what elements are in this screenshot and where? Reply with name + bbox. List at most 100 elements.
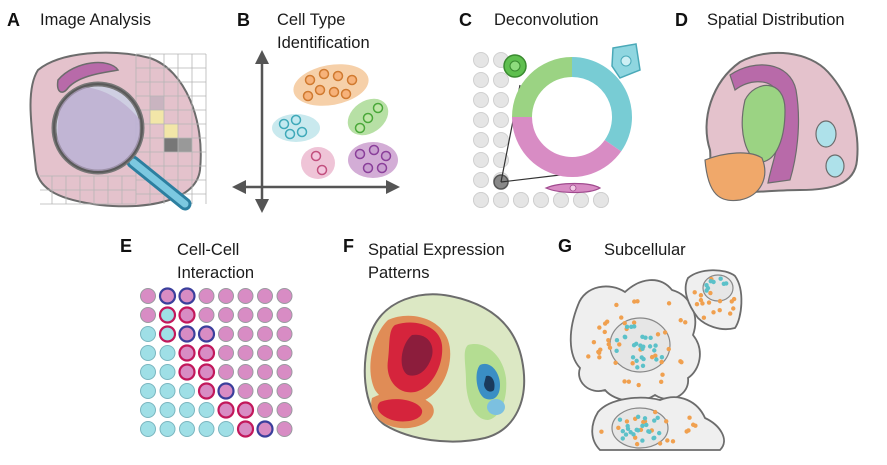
transcript-dot xyxy=(729,299,734,304)
spot xyxy=(197,344,216,362)
transcript-dot xyxy=(606,338,611,343)
panel-c-illustration xyxy=(473,43,641,208)
region-orange xyxy=(704,152,766,202)
panel-f-title-line2: Patterns xyxy=(368,264,430,282)
transcript-dot xyxy=(606,342,611,347)
transcript-dot xyxy=(632,435,638,440)
transcript-dot xyxy=(652,418,657,423)
cell-dot xyxy=(328,86,340,98)
spot xyxy=(276,326,293,342)
transcript-dot xyxy=(651,435,656,441)
cell-dot xyxy=(290,114,302,126)
panel-b-illustration xyxy=(232,50,400,213)
panel-c-title: Deconvolution xyxy=(494,11,599,29)
spot xyxy=(276,307,293,323)
spot xyxy=(237,345,254,361)
transcript-dot xyxy=(614,302,619,308)
transcript-dot xyxy=(659,354,665,360)
panel-b-letter: B xyxy=(237,10,250,30)
spot xyxy=(573,192,589,208)
spot xyxy=(533,192,549,208)
transcript-dot xyxy=(727,311,733,316)
transcript-dot xyxy=(692,290,697,295)
transcript-dot xyxy=(632,299,637,304)
transcript-dot xyxy=(701,315,707,320)
transcript-dot xyxy=(690,422,696,427)
spot xyxy=(473,132,489,148)
transcript-dot xyxy=(717,298,723,304)
transcript-dot xyxy=(665,438,670,443)
spot xyxy=(140,421,156,437)
transcript-dot xyxy=(630,355,636,360)
transcript-dot xyxy=(617,342,622,347)
region-cyan-1 xyxy=(815,120,837,148)
transcript-dot xyxy=(700,301,705,306)
expression-darkred xyxy=(401,334,433,376)
cell-dot xyxy=(314,84,326,96)
cell-dot xyxy=(346,74,358,86)
transcript-dot xyxy=(640,363,646,368)
transcript-dot xyxy=(630,361,635,366)
expression-darkblue xyxy=(484,375,495,392)
spot xyxy=(140,288,156,304)
spot xyxy=(473,112,489,128)
cell-dot xyxy=(380,150,392,162)
spot xyxy=(473,92,489,108)
cell-dot xyxy=(302,90,314,102)
spot xyxy=(159,364,176,380)
cell-dot xyxy=(372,102,384,114)
pixel-grid xyxy=(150,96,192,152)
transcript-dot xyxy=(731,306,736,311)
panel-g-letter: G xyxy=(558,236,573,256)
transcript-dot xyxy=(635,414,641,420)
spot xyxy=(140,364,156,380)
spot xyxy=(197,325,216,343)
spot xyxy=(140,402,156,418)
transcript-dot xyxy=(614,348,619,354)
transcript-dot xyxy=(631,342,637,348)
transcript-dot xyxy=(678,318,683,323)
cell-dot xyxy=(332,70,344,82)
transcript-dot xyxy=(694,302,700,307)
cell-dot xyxy=(340,88,352,100)
axes-icon xyxy=(232,50,400,213)
spot xyxy=(256,420,274,438)
spot xyxy=(178,363,196,381)
panel-a-illustration xyxy=(29,51,207,211)
cell-dot xyxy=(354,122,366,134)
spot xyxy=(276,288,293,304)
transcript-dot xyxy=(706,300,712,305)
transcript-dot xyxy=(666,346,671,352)
spot xyxy=(198,288,215,304)
panel-c-letter: C xyxy=(459,10,472,30)
panel-f-title-line1: Spatial Expression xyxy=(368,241,505,259)
transcript-dot xyxy=(649,354,655,360)
spot xyxy=(179,402,195,418)
transcript-dot xyxy=(626,379,632,384)
transcript-dot xyxy=(631,320,637,325)
transcript-dot xyxy=(721,281,727,286)
transcript-dot xyxy=(647,344,653,349)
panel-e-letter: E xyxy=(120,236,133,256)
region-cyan-2 xyxy=(825,154,845,178)
spot xyxy=(140,345,156,361)
spot-grid xyxy=(473,52,609,208)
panel-g-illustration xyxy=(569,269,743,451)
spot xyxy=(276,345,293,361)
transcript-dot xyxy=(655,332,661,337)
cell-dot xyxy=(316,164,328,176)
transcript-dot xyxy=(683,320,688,325)
spot xyxy=(158,306,177,324)
transcript-dot xyxy=(660,372,665,377)
spot xyxy=(493,132,509,148)
transcript-dot xyxy=(686,428,691,433)
tissue-region-purple xyxy=(56,61,120,93)
transcript-dot xyxy=(634,441,640,447)
transcript-dot xyxy=(648,335,653,341)
transcript-dot xyxy=(644,422,649,428)
cell-dot xyxy=(362,162,374,174)
spot xyxy=(197,382,216,400)
panel-e-title-line1: Cell-Cell xyxy=(177,241,240,259)
panel-d-illustration xyxy=(704,51,859,202)
